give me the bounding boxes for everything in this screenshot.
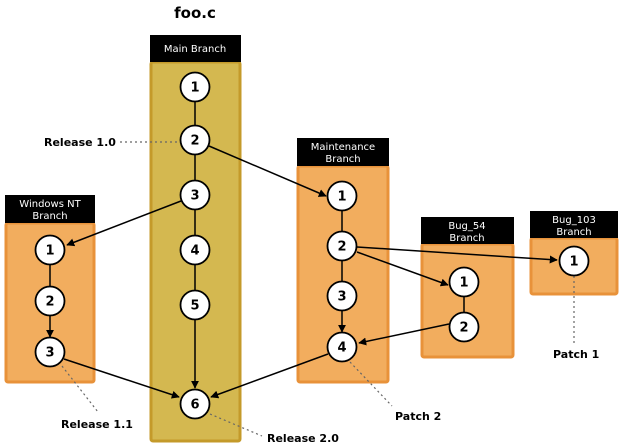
bug54-version-1-label: 1 (459, 276, 468, 291)
main-version-5: 5 (179, 289, 211, 321)
main-version-3-label: 3 (190, 189, 199, 204)
bug-103-nodes: 1 (558, 245, 590, 277)
main-version-4-label: 4 (190, 244, 199, 259)
bug-54-branch: Bug_54 Branch (420, 217, 515, 359)
maintenance-branch-header (297, 138, 389, 166)
edge-maint2-to-bug54-1 (356, 251, 449, 287)
patch-2-label: Patch 2 (395, 410, 441, 423)
internal-edges (46, 102, 465, 389)
windows-nt-nodes: 1 2 3 (34, 234, 66, 368)
bug-54-branch-header (421, 217, 514, 244)
main-branch-header-text: Main Branch (164, 44, 226, 55)
maintenance-branch-header-line1: Maintenance (311, 142, 375, 153)
branch-edges (63, 145, 558, 399)
bug-103-branch-header (530, 211, 618, 238)
edge-main2-to-maint1 (208, 145, 327, 197)
main-branch-nodes: 1 2 3 4 5 6 (179, 71, 211, 420)
maint-version-3-label: 3 (337, 290, 346, 305)
bug-54-nodes: 1 2 (448, 266, 480, 343)
bug54-version-1: 1 (448, 266, 480, 298)
edge-bug54-2-to-maint4 (358, 323, 450, 346)
main-version-2-label: 2 (190, 134, 199, 149)
windows-nt-branch-header-line2: Branch (32, 211, 67, 222)
maint-version-2: 2 (326, 230, 358, 262)
edge-main3-to-nt1 (66, 200, 182, 247)
maintenance-nodes: 1 2 3 4 (326, 180, 358, 363)
maint-version-1-label: 1 (337, 190, 346, 205)
main-version-1-label: 1 (190, 81, 199, 96)
bug-54-branch-header-line2: Branch (449, 233, 484, 244)
nt-version-2-label: 2 (45, 295, 54, 310)
label-leaders (61, 141, 575, 437)
main-version-1: 1 (179, 71, 211, 103)
patch-1-label: Patch 1 (553, 348, 599, 361)
maintenance-branch-header-line2: Branch (325, 154, 360, 165)
main-version-6-label: 6 (190, 398, 199, 413)
edge-nt3-to-main6 (63, 358, 180, 399)
main-version-6: 6 (179, 388, 211, 420)
main-branch-header (150, 35, 241, 62)
main-version-3: 3 (179, 179, 211, 211)
bug54-version-2-label: 2 (459, 321, 468, 336)
bug-103-branch-header-line2: Branch (556, 227, 591, 238)
patch-2-leader (349, 361, 393, 407)
edge-maint2-to-bug103-1 (356, 246, 558, 264)
windows-nt-branch-header (5, 195, 95, 223)
windows-nt-branch-header-line1: Windows NT (19, 199, 81, 210)
nt-version-3: 3 (34, 336, 66, 368)
maint-version-1: 1 (326, 180, 358, 212)
nt-version-1: 1 (34, 234, 66, 266)
release-1-0-label: Release 1.0 (44, 136, 116, 149)
maint-version-4-label: 4 (337, 341, 346, 356)
release-2-0-label: Release 2.0 (267, 432, 339, 445)
bug103-version-1: 1 (558, 245, 590, 277)
edge-maint4-to-main6 (210, 353, 329, 399)
nt-version-3-label: 3 (45, 346, 54, 361)
main-version-2: 2 (179, 124, 211, 156)
diagram-title: foo.c (174, 4, 216, 22)
main-version-5-label: 5 (190, 299, 199, 314)
maint-version-4: 4 (326, 331, 358, 363)
bug-54-branch-header-line1: Bug_54 (448, 221, 485, 232)
maint-version-3: 3 (326, 280, 358, 312)
bug-103-branch-header-line1: Bug_103 (552, 215, 596, 226)
main-version-4: 4 (179, 234, 211, 266)
nt-version-1-label: 1 (45, 244, 54, 259)
maintenance-branch: Maintenance Branch (296, 138, 390, 384)
maint-version-2-label: 2 (337, 240, 346, 255)
nt-version-2: 2 (34, 285, 66, 317)
bug54-version-2: 2 (448, 311, 480, 343)
release-1-1-label: Release 1.1 (61, 418, 133, 431)
bug103-version-1-label: 1 (569, 255, 578, 270)
